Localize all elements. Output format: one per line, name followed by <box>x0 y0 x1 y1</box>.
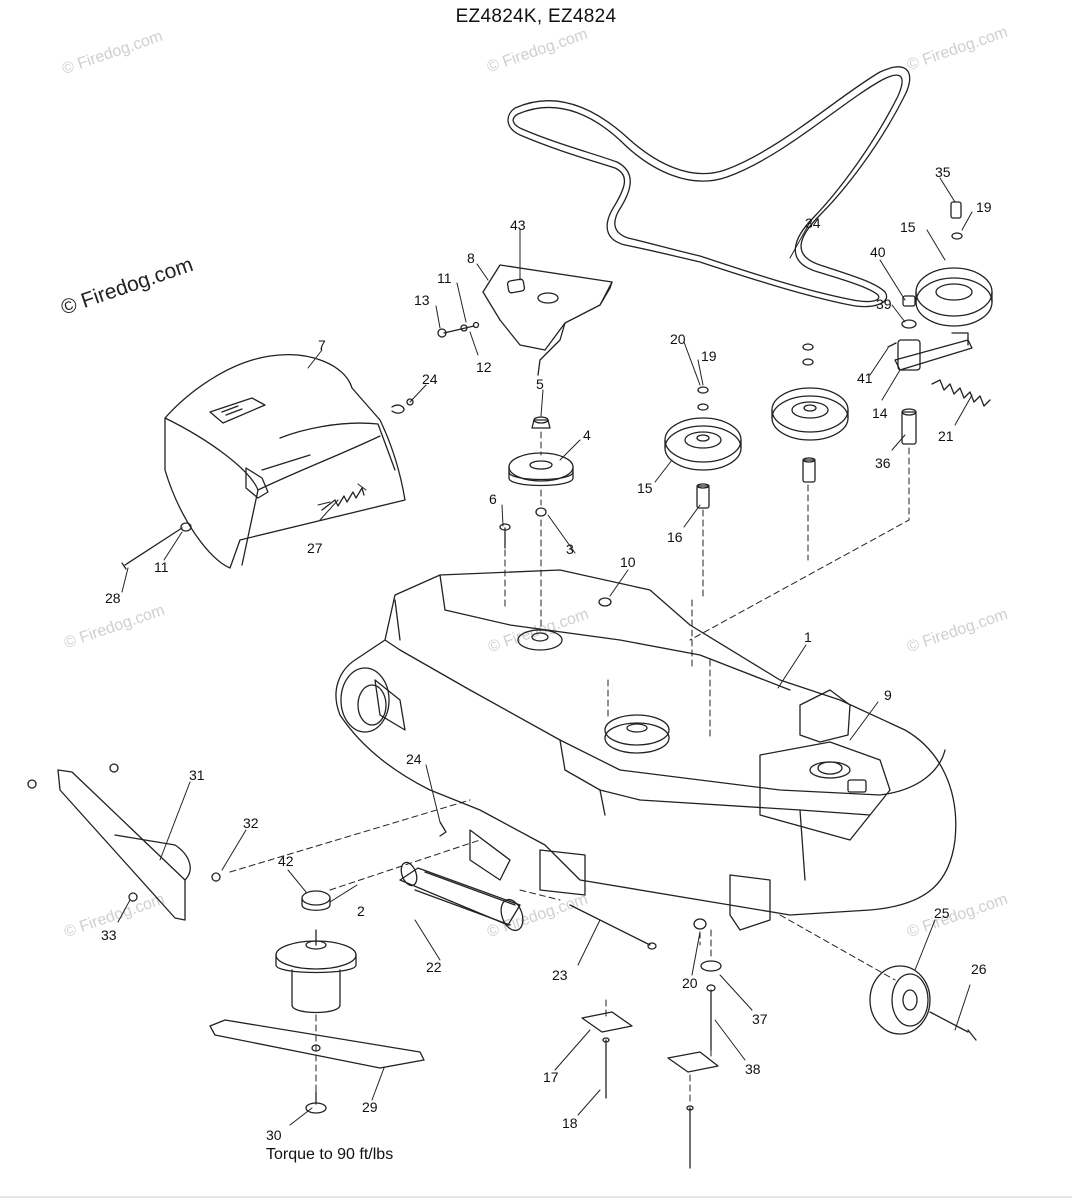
callout-19-top: 19 <box>976 199 992 215</box>
drive-belt <box>507 66 911 308</box>
callout-7: 7 <box>318 337 326 353</box>
stabilizer-bracket <box>57 769 191 921</box>
callout-32: 32 <box>243 815 259 831</box>
mower-deck <box>335 569 957 916</box>
deck-roller <box>399 861 524 932</box>
gauge-wheel <box>869 965 931 1035</box>
callout-16: 16 <box>667 529 683 545</box>
callout-5: 5 <box>536 376 544 392</box>
spindle-pulley <box>508 452 574 487</box>
callout-30: 30 <box>266 1127 282 1143</box>
deck-pulley <box>604 714 670 754</box>
callout-40: 40 <box>870 244 886 260</box>
idler-spacer-36 <box>901 408 917 445</box>
torque-note: Torque to 90 ft/lbs <box>266 1146 394 1163</box>
callout-18: 18 <box>562 1115 578 1131</box>
callout-22: 22 <box>426 959 442 975</box>
callout-29: 29 <box>362 1099 378 1115</box>
callout-25: 25 <box>934 905 950 921</box>
idler-spacer-right <box>802 457 816 483</box>
callout-21: 21 <box>938 428 954 444</box>
mower-blade <box>209 1019 425 1069</box>
callout-43: 43 <box>510 217 526 233</box>
callout-35: 35 <box>935 164 951 180</box>
callout-12: 12 <box>476 359 492 375</box>
belt-cover <box>482 264 613 376</box>
callout-34: 34 <box>805 215 821 231</box>
chute-spring <box>321 487 365 511</box>
idler-arm <box>894 332 973 371</box>
roller-bolt <box>569 904 651 946</box>
discharge-chute <box>164 354 406 569</box>
spindle-housing <box>301 890 331 911</box>
deck-nut <box>598 597 612 607</box>
chute-pin <box>121 522 192 570</box>
callout-24-deck: 24 <box>406 751 422 767</box>
hitch-plate <box>581 1011 633 1033</box>
callout-28: 28 <box>105 590 121 606</box>
pulley-bolt-35 <box>950 201 962 219</box>
deck-wheel-left <box>340 667 406 733</box>
callout-23: 23 <box>552 967 568 983</box>
callout-36: 36 <box>875 455 891 471</box>
callout-11-chute: 11 <box>154 559 169 575</box>
idler-spacer-16 <box>696 483 710 509</box>
callout-11-cover: 11 <box>437 270 452 286</box>
callout-26: 26 <box>971 961 987 977</box>
callout-17: 17 <box>543 1069 559 1085</box>
callout-2: 2 <box>357 903 365 919</box>
leader-lines <box>117 177 973 1126</box>
belt-shield-bracket <box>759 689 891 841</box>
diagram-title: EZ4824K, EZ4824 <box>455 6 617 27</box>
callout-13: 13 <box>414 292 430 308</box>
chute-clip <box>391 404 405 414</box>
idler-spring <box>931 379 991 407</box>
pulley-nut <box>531 416 551 429</box>
cover-bolt <box>437 321 480 338</box>
pulley-spacer <box>535 507 547 517</box>
spindle-assembly <box>275 929 357 1014</box>
callout-3: 3 <box>566 541 574 557</box>
hitch-washer <box>700 960 722 972</box>
deck-bracket <box>469 829 511 881</box>
callout-20-bottom: 20 <box>682 975 698 991</box>
callout-37: 37 <box>752 1011 768 1027</box>
callout-15-top: 15 <box>900 219 916 235</box>
assembly-lines <box>229 431 910 1106</box>
callout-24-chute: 24 <box>422 371 438 387</box>
divider <box>0 1196 1072 1198</box>
idler-pulley-right <box>771 387 849 441</box>
callout-39: 39 <box>876 296 892 312</box>
callout-33: 33 <box>101 927 117 943</box>
callout-38: 38 <box>745 1061 761 1077</box>
idler-pulley-top <box>915 267 993 327</box>
spindle-bolt <box>499 523 511 549</box>
gauge-wheel-bolt <box>929 1011 977 1041</box>
callout-9: 9 <box>884 687 892 703</box>
callout-41: 41 <box>857 370 873 386</box>
callout-20-top: 20 <box>670 331 686 347</box>
callout-31: 31 <box>189 767 205 783</box>
callout-15-center: 15 <box>637 480 653 496</box>
plate-bolt <box>602 1037 694 1169</box>
callout-42: 42 <box>278 853 294 869</box>
idler-pulley-center <box>664 417 742 471</box>
callout-19-center: 19 <box>701 348 717 364</box>
callout-6: 6 <box>489 491 497 507</box>
callout-1: 1 <box>804 629 812 645</box>
callout-4: 4 <box>583 427 591 443</box>
callout-8: 8 <box>467 250 475 266</box>
callout-14: 14 <box>872 405 888 421</box>
hitch-nut <box>693 918 707 930</box>
callout-27: 27 <box>307 540 323 556</box>
callout-10: 10 <box>620 554 636 570</box>
blade-bolt <box>305 1091 327 1114</box>
